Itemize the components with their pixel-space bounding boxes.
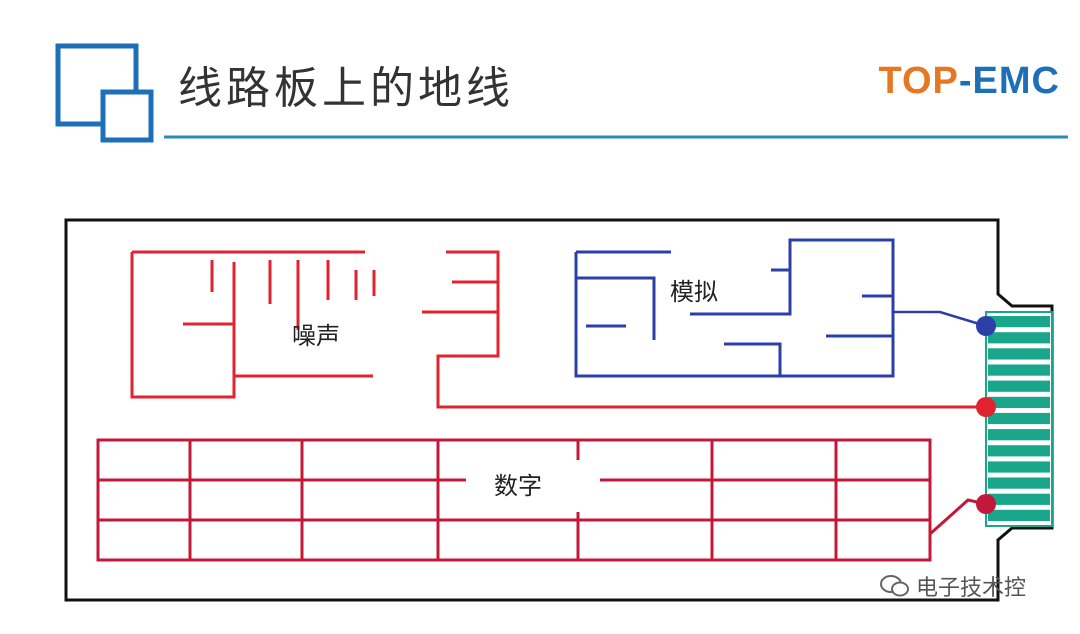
brand-part2: EMC [972,60,1060,102]
connector-finger [988,493,1050,505]
analog-label: 模拟 [670,278,718,306]
connector-finger [988,509,1050,521]
analog-ground-dot [976,316,996,336]
brand-logo: TOP-EMC [878,60,1060,103]
connector-finger [988,429,1050,441]
edge-connector [985,311,1053,527]
connector-finger [988,461,1050,473]
noise-ground-dot [976,397,996,417]
connector-finger [988,364,1050,376]
digital-label: 数字 [494,472,542,500]
wechat-icon [880,575,909,597]
connector-finger [988,445,1050,457]
noise-label: 噪声 [292,322,340,350]
logo-square-small [100,89,154,143]
logo-square-large [55,43,139,127]
connector-finger [988,332,1050,344]
connector-finger [988,396,1050,408]
brand-sep: - [958,60,973,102]
connector-finger [988,380,1050,392]
board-outline [64,218,1054,602]
connector-finger [988,477,1050,489]
watermark-text: 电子技术控 [916,576,1027,601]
page-title: 线路板上的地线 [178,63,514,114]
noise-section [130,250,986,409]
digital-section [96,438,987,562]
analog-section [574,238,987,378]
connector-finger [988,412,1050,425]
connector-finger [988,316,1050,328]
watermark: 电子技术控 [880,570,1026,602]
digital-ground-dot [976,494,996,514]
connector-finger [988,348,1050,360]
brand-part1: TOP [878,60,959,102]
